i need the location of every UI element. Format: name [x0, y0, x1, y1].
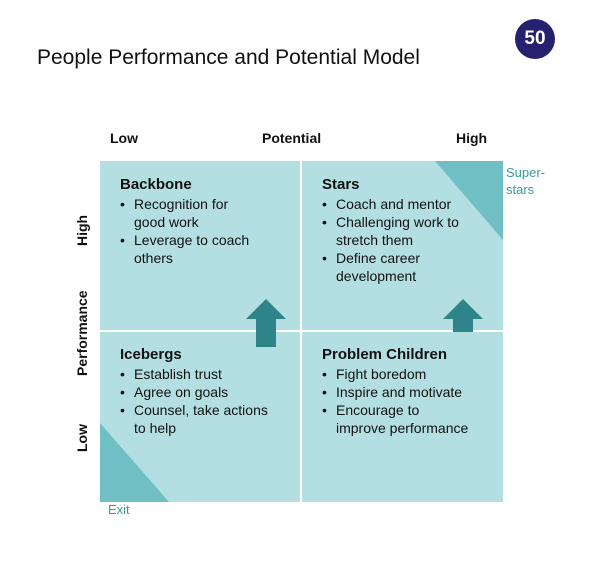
performance-low-label: Low	[74, 424, 90, 452]
page-title: People Performance and Potential Model	[37, 46, 420, 69]
icebergs-bullets: Establish trust Agree on goals Counsel, …	[118, 365, 268, 437]
list-item: Inspire and motivate	[320, 383, 468, 401]
quadrant-backbone: Backbone Recognition for good work Lever…	[100, 161, 300, 330]
list-item: improve performance	[336, 420, 469, 436]
list-item: stretch them	[336, 232, 414, 248]
list-item: Encourage to	[320, 401, 468, 419]
list-item: others	[134, 250, 173, 266]
quadrant-title-backbone: Backbone	[120, 176, 192, 193]
list-item: Counsel, take actions	[118, 401, 268, 419]
list-item: Establish trust	[118, 365, 268, 383]
slide-number-badge: 50	[515, 19, 555, 59]
up-arrow-icon	[246, 299, 286, 347]
list-item: Fight boredom	[320, 365, 468, 383]
list-item: Challenging work to	[320, 213, 459, 231]
stars-bullets: Coach and mentor Challenging work to str…	[320, 195, 459, 285]
quadrant-stars: Stars Coach and mentor Challenging work …	[302, 161, 503, 347]
potential-axis-label: Potential	[262, 130, 322, 146]
quadrant-problem-children: Problem Children Fight boredom Inspire a…	[302, 332, 503, 502]
list-item: Coach and mentor	[320, 195, 459, 213]
exit-label: Exit	[108, 502, 130, 517]
list-item: Leverage to coach	[118, 231, 249, 249]
potential-high-label: High	[456, 130, 488, 146]
potential-low-label: Low	[110, 130, 138, 146]
problem-children-bullets: Fight boredom Inspire and motivate Encou…	[320, 365, 468, 437]
performance-potential-matrix: Backbone Recognition for good work Lever…	[100, 161, 503, 502]
superstars-label-line2: stars	[506, 182, 535, 197]
quadrant-title-stars: Stars	[322, 176, 360, 193]
performance-high-label: High	[74, 214, 90, 246]
list-item: Define career	[320, 249, 459, 267]
superstars-corner-triangle	[435, 161, 503, 240]
quadrant-title-problem-children: Problem Children	[322, 346, 448, 363]
superstars-label: Super- stars	[506, 164, 545, 198]
superstars-label-line1: Super-	[506, 165, 546, 180]
list-item: Recognition for	[118, 195, 249, 213]
quadrant-title-icebergs: Icebergs	[120, 346, 182, 363]
performance-axis-label: Performance	[74, 290, 90, 376]
list-item: to help	[134, 420, 177, 436]
list-item: development	[336, 268, 417, 284]
list-item: good work	[134, 214, 199, 230]
list-item: Agree on goals	[118, 383, 268, 401]
backbone-bullets: Recognition for good work Leverage to co…	[118, 195, 249, 267]
quadrant-icebergs: Icebergs Establish trust Agree on goals …	[100, 332, 300, 502]
exit-corner-triangle	[100, 423, 169, 502]
